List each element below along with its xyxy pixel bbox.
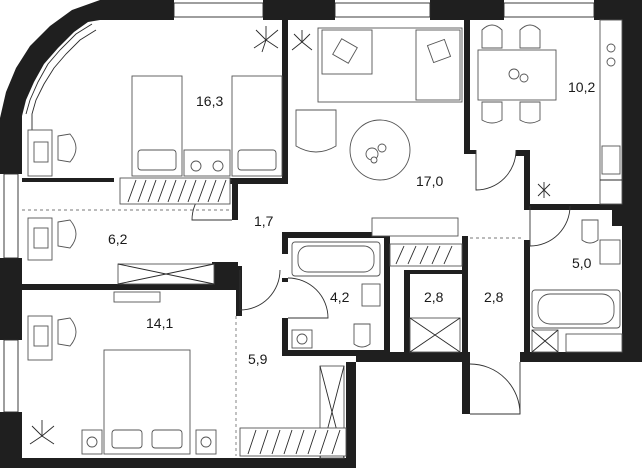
hallway-fixtures [239,365,347,459]
area-label-storage: 2,8 [424,289,444,305]
bedroom-1-furniture [27,26,283,205]
area-label-corridor: 2,8 [484,289,504,305]
bathroom-2-fixtures [531,219,623,353]
living-room-furniture [291,27,463,237]
star-icon [537,182,551,198]
area-labels: 16,3 17,0 10,2 6,2 1,7 4,2 2,8 2,8 5,0 1… [108,79,595,367]
study-furniture [27,217,215,285]
inner-walls [22,20,622,356]
bedroom-2-furniture [27,291,217,455]
area-label-kitchen: 10,2 [568,79,595,95]
plant-icon [291,30,313,51]
area-label-hallway: 5,9 [248,351,268,367]
area-label-bathroom-2: 5,0 [572,255,592,271]
bathroom-1-fixtures [291,241,381,349]
area-label-living-room: 17,0 [416,173,443,189]
area-label-bathroom-1: 4,2 [330,289,350,305]
zone-separators [22,209,524,456]
plant-icon [29,420,55,445]
area-label-study: 6,2 [108,231,128,247]
kitchen-furniture [477,19,623,205]
area-label-bedroom-2: 14,1 [146,315,173,331]
storage-fixtures [389,243,463,353]
area-label-bedroom-1: 16,3 [196,93,223,109]
area-label-hall-small: 1,7 [254,213,274,229]
doors [191,149,571,415]
plant-icon [253,26,279,53]
